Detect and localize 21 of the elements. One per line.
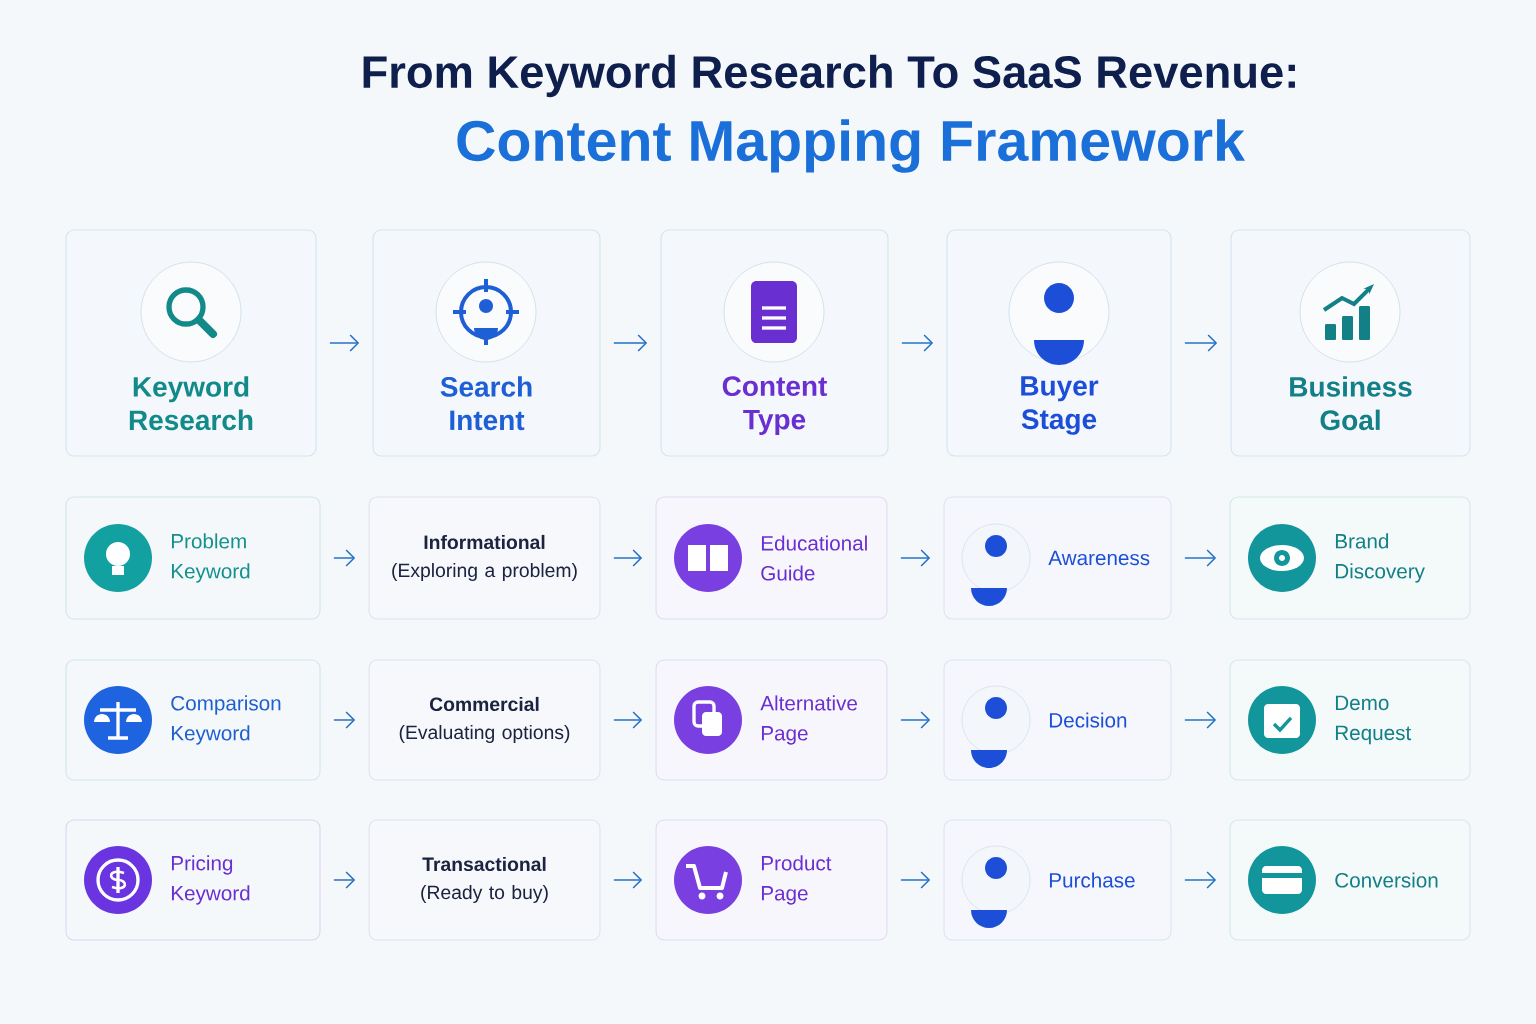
- arrow: [1184, 549, 1217, 567]
- process-box: Informational (Exploring a problem): [368, 496, 601, 620]
- arrow: [333, 871, 356, 889]
- arrow: [1184, 871, 1217, 889]
- arrow: [333, 711, 356, 729]
- arrow: [613, 549, 643, 567]
- arrow: [900, 549, 931, 567]
- arrow: [613, 334, 648, 352]
- arrow: [613, 711, 643, 729]
- subtitle: Content Mapping Framework: [457, 119, 1246, 173]
- arrow: [901, 334, 934, 352]
- arrow: [333, 549, 356, 567]
- process-box: Transactional (Ready to buy): [368, 819, 601, 941]
- arrow: [329, 334, 360, 352]
- arrow: [900, 871, 931, 889]
- process-box: Commercial (Evaluating options): [368, 659, 601, 781]
- arrow: [613, 871, 643, 889]
- title: From Keyword Research To SaaS Revenue:: [363, 54, 1295, 98]
- arrow: [1184, 334, 1218, 352]
- arrow: [1184, 711, 1217, 729]
- arrow: [900, 711, 931, 729]
